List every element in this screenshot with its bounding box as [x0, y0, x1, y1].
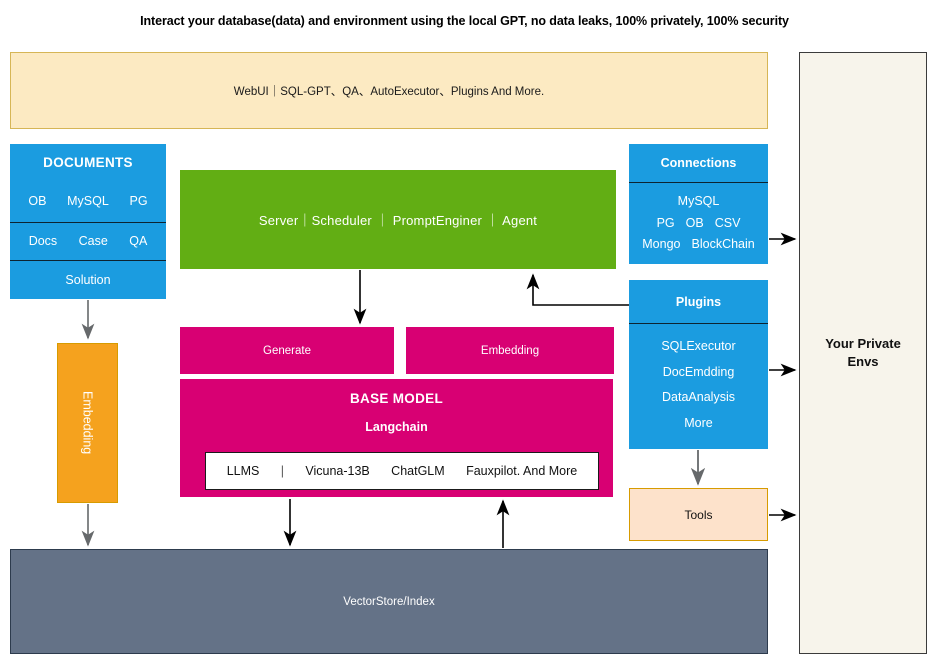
connections-item-blockchain[interactable]: BlockChain [691, 237, 755, 252]
documents-row-solution: Solution [10, 260, 166, 299]
plugins-item-docemdding[interactable]: DocEmdding [662, 364, 735, 379]
documents-panel[interactable]: DOCUMENTS OB MySQL PG Docs Case QA Solut… [10, 144, 166, 299]
llms-item-fauxpilot[interactable]: Fauxpilot. And More [466, 464, 578, 478]
llms-item-chatglm[interactable]: ChatGLM [391, 464, 445, 478]
page-title: Interact your database(data) and environ… [140, 14, 789, 28]
embedding-pipeline-box[interactable]: Embedding [57, 343, 118, 503]
llms-strip[interactable]: LLMS | Vicuna-13B ChatGLM Fauxpilot. And… [205, 452, 599, 490]
documents-item-pg[interactable]: PG [129, 194, 148, 209]
base-model-subtitle: Langchain [365, 420, 428, 434]
connections-item-pg[interactable]: PG [656, 215, 675, 230]
connections-item-mongo[interactable]: Mongo [642, 237, 681, 252]
embedding-box[interactable]: Embedding [406, 327, 614, 374]
llms-separator: | [280, 464, 284, 478]
plugins-item-sqlexecutor[interactable]: SQLExecutor [661, 339, 736, 354]
connections-item-mysql[interactable]: MySQL [677, 193, 720, 208]
plugins-title: Plugins [675, 294, 722, 309]
connections-row-2: PG OB CSV [629, 216, 768, 230]
connections-row-1: MySQL [629, 194, 768, 208]
connections-body: MySQL PG OB CSV Mongo BlockChain [629, 182, 768, 264]
generate-label: Generate [263, 344, 311, 357]
plugins-panel[interactable]: Plugins SQLExecutor DocEmdding DataAnaly… [629, 280, 768, 449]
base-model-title: BASE MODEL [349, 391, 443, 406]
vectorstore-panel[interactable]: VectorStore/Index [10, 549, 768, 654]
embedding-pipeline-label: Embedding [80, 391, 95, 455]
webui-banner[interactable]: WebUI｜SQL-GPT、QA、AutoExecutor、Plugins An… [10, 52, 768, 129]
vectorstore-label: VectorStore/Index [343, 595, 435, 608]
webui-label: WebUI｜SQL-GPT、QA、AutoExecutor、Plugins An… [233, 85, 545, 98]
generate-box[interactable]: Generate [180, 327, 394, 374]
plugins-item-more[interactable]: More [684, 415, 713, 430]
documents-item-qa[interactable]: QA [129, 234, 148, 249]
tools-label: Tools [684, 507, 713, 522]
plugins-item-dataanalysis[interactable]: DataAnalysis [662, 390, 735, 405]
documents-item-mysql[interactable]: MySQL [67, 194, 109, 209]
documents-row-types: Docs Case QA [10, 221, 166, 261]
documents-item-docs[interactable]: Docs [28, 234, 58, 249]
arrow-plugins-to-server [526, 273, 629, 306]
documents-item-case[interactable]: Case [78, 234, 108, 249]
documents-title: DOCUMENTS [43, 154, 133, 170]
connections-item-ob[interactable]: OB [685, 215, 704, 230]
private-envs-line1: Your Private [825, 336, 901, 352]
llms-item-vicuna[interactable]: Vicuna-13B [305, 464, 370, 478]
private-envs-panel: Your Private Envs [799, 52, 927, 654]
plugins-body: SQLExecutor DocEmdding DataAnalysis More [629, 323, 768, 449]
server-bar[interactable]: Server｜Scheduler ｜ PromptEnginer ｜ Agent [180, 170, 616, 269]
connections-item-csv[interactable]: CSV [714, 215, 741, 230]
private-envs-line2: Envs [847, 354, 879, 369]
tools-box[interactable]: Tools [629, 488, 768, 541]
connections-row-3: Mongo BlockChain [629, 237, 768, 251]
llms-label: LLMS [226, 464, 260, 478]
connections-title: Connections [660, 156, 737, 170]
server-label: Server｜Scheduler ｜ PromptEnginer ｜ Agent [258, 213, 538, 228]
embedding-label: Embedding [480, 344, 540, 357]
documents-item-solution[interactable]: Solution [65, 273, 111, 288]
documents-item-ob[interactable]: OB [28, 194, 47, 209]
documents-row-sources: OB MySQL PG [10, 181, 166, 222]
connections-panel[interactable]: Connections MySQL PG OB CSV Mongo BlockC… [629, 144, 768, 264]
